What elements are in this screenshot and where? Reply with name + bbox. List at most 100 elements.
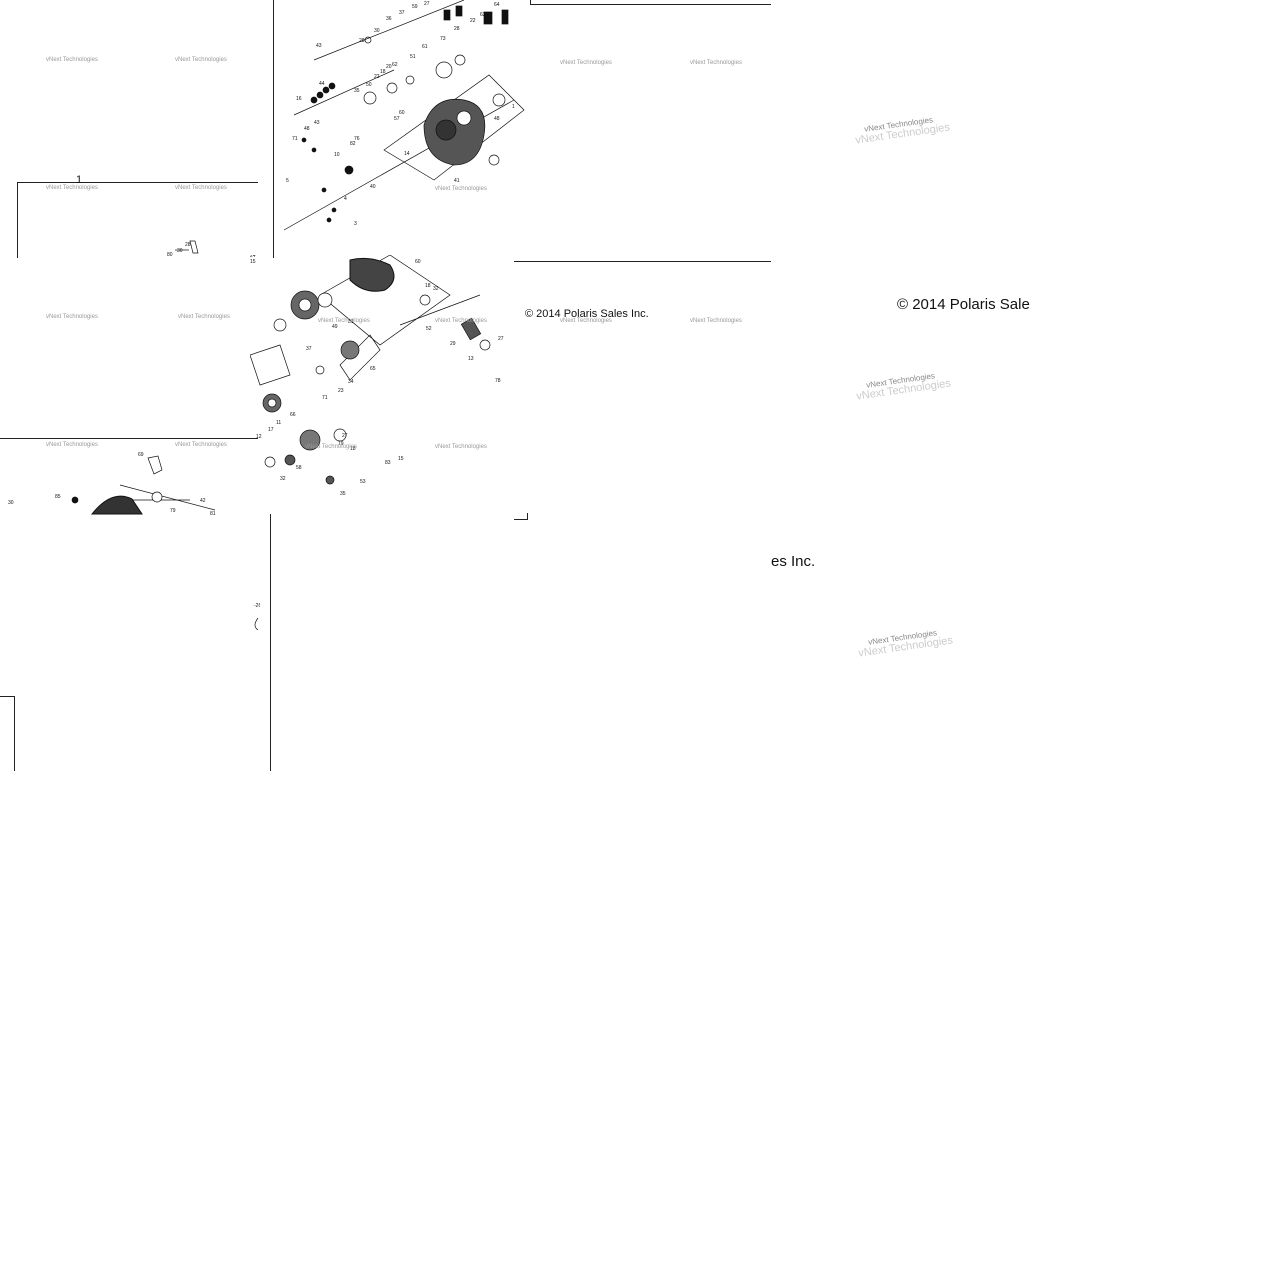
svg-text:52: 52 xyxy=(426,326,432,332)
watermark: vNext Technologies xyxy=(178,314,230,320)
tile-border xyxy=(270,514,271,771)
tile-border xyxy=(17,182,258,183)
svg-text:62: 62 xyxy=(392,62,398,68)
svg-text:32: 32 xyxy=(280,476,286,482)
callout-number: 1 xyxy=(76,174,83,186)
svg-text:5: 5 xyxy=(286,178,289,184)
svg-text:12: 12 xyxy=(256,434,262,440)
svg-text:19: 19 xyxy=(338,441,344,447)
svg-text:30: 30 xyxy=(177,248,183,254)
svg-text:48: 48 xyxy=(494,116,500,122)
tile-border xyxy=(0,696,14,697)
watermark: vNext Technologies xyxy=(305,444,357,450)
svg-text:23: 23 xyxy=(338,388,344,394)
svg-text:42: 42 xyxy=(200,498,206,504)
watermark: vNext Technologies xyxy=(175,442,227,448)
copyright-text: © 2014 Polaris Sales Inc. xyxy=(525,308,649,320)
svg-text:10: 10 xyxy=(334,152,340,158)
svg-text:20: 20 xyxy=(386,64,392,70)
watermark: vNext Technologies xyxy=(46,185,98,191)
svg-text:-26: -26 xyxy=(254,603,260,609)
svg-text:35: 35 xyxy=(354,88,360,94)
svg-text:43: 43 xyxy=(316,43,322,49)
svg-text:27: 27 xyxy=(342,433,348,439)
svg-text:18: 18 xyxy=(350,446,356,452)
svg-text:61: 61 xyxy=(422,44,428,50)
svg-text:15: 15 xyxy=(250,259,256,265)
svg-text:69: 69 xyxy=(138,452,144,458)
svg-text:66: 66 xyxy=(290,412,296,418)
svg-text:13: 13 xyxy=(468,356,474,362)
transmission-exploded-view-bottom-left: 69 85 30 42 79 81 -26 xyxy=(8,452,260,630)
tile-border xyxy=(527,513,528,520)
svg-text:36: 36 xyxy=(386,16,392,22)
svg-text:85: 85 xyxy=(55,494,61,500)
svg-text:14: 14 xyxy=(404,151,410,157)
watermark: vNext Technologies xyxy=(435,318,487,324)
tile-border xyxy=(0,438,258,439)
tile-border xyxy=(514,261,771,262)
svg-text:43: 43 xyxy=(314,120,320,126)
svg-text:78: 78 xyxy=(495,378,501,384)
svg-text:50: 50 xyxy=(366,82,372,88)
svg-text:81: 81 xyxy=(210,511,216,517)
watermark: vNext Technologies xyxy=(175,185,227,191)
watermark: vNext Technologies xyxy=(46,314,98,320)
svg-text:37: 37 xyxy=(306,346,312,352)
svg-text:4: 4 xyxy=(344,196,347,202)
svg-text:15: 15 xyxy=(398,456,404,462)
svg-text:40: 40 xyxy=(370,184,376,190)
svg-text:64: 64 xyxy=(494,2,500,8)
svg-text:37: 37 xyxy=(399,10,405,16)
svg-text:65: 65 xyxy=(370,366,376,372)
copyright-text-partial: © 2014 Polaris Sale xyxy=(897,296,1030,313)
svg-text:18: 18 xyxy=(425,283,431,289)
svg-text:28: 28 xyxy=(359,38,365,44)
svg-text:24: 24 xyxy=(250,255,256,259)
svg-text:34: 34 xyxy=(348,379,354,385)
watermark: vNext Technologies xyxy=(560,318,612,324)
svg-text:30: 30 xyxy=(374,28,380,34)
svg-text:60: 60 xyxy=(399,110,405,116)
svg-text:73: 73 xyxy=(440,36,446,42)
svg-text:82: 82 xyxy=(350,141,356,147)
svg-text:18: 18 xyxy=(380,69,386,75)
watermark: vNext Technologies xyxy=(690,318,742,324)
watermark: vNext Technologies xyxy=(46,442,98,448)
tile-border xyxy=(530,4,771,5)
svg-text:30: 30 xyxy=(8,500,14,506)
svg-text:49: 49 xyxy=(332,324,338,330)
watermark: vNext Technologies xyxy=(435,186,487,192)
svg-text:41: 41 xyxy=(454,178,460,184)
svg-text:27: 27 xyxy=(424,1,430,7)
svg-text:79: 79 xyxy=(170,508,176,514)
svg-text:3: 3 xyxy=(354,221,357,227)
svg-text:71: 71 xyxy=(322,395,328,401)
svg-text:16: 16 xyxy=(296,96,302,102)
svg-text:1: 1 xyxy=(512,104,515,110)
svg-text:48: 48 xyxy=(304,126,310,132)
svg-text:53: 53 xyxy=(360,479,366,485)
tile-border xyxy=(530,0,531,5)
svg-text:83: 83 xyxy=(385,460,391,466)
watermark: vNext Technologies xyxy=(175,57,227,63)
svg-text:62: 62 xyxy=(480,12,486,18)
svg-text:57: 57 xyxy=(394,116,400,122)
svg-text:11: 11 xyxy=(276,420,281,426)
svg-text:35: 35 xyxy=(340,491,346,497)
tile-border xyxy=(14,696,15,771)
svg-text:28: 28 xyxy=(185,242,191,248)
svg-text:60: 60 xyxy=(415,259,421,265)
svg-text:22: 22 xyxy=(374,74,380,80)
watermark: vNext Technologies xyxy=(435,444,487,450)
copyright-text-partial: es Inc. xyxy=(771,553,816,570)
svg-text:28: 28 xyxy=(454,26,460,32)
svg-text:27: 27 xyxy=(498,336,504,342)
svg-text:76: 76 xyxy=(354,136,360,142)
svg-text:80: 80 xyxy=(167,252,173,258)
watermark: vNext Technologies xyxy=(46,57,98,63)
svg-text:29: 29 xyxy=(450,341,456,347)
